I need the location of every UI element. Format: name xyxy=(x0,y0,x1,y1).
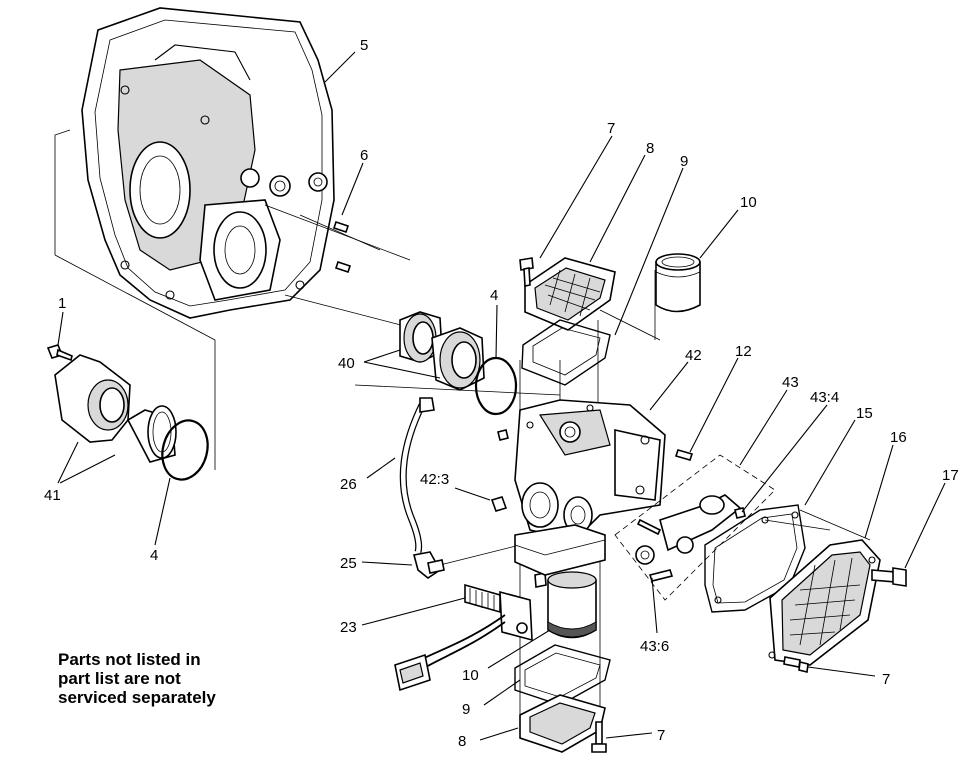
leader-lines xyxy=(57,51,946,741)
callout-5: 5 xyxy=(360,37,368,54)
callout-6: 6 xyxy=(360,147,368,164)
bolt-part-1 xyxy=(46,344,73,362)
gasket-top-part-9 xyxy=(521,319,611,386)
callout-4-right: 4 xyxy=(490,287,498,304)
valve-block-lower xyxy=(514,524,606,576)
callout-17: 17 xyxy=(942,467,959,484)
callout-16: 16 xyxy=(890,429,907,446)
solenoid-part-23 xyxy=(394,583,533,692)
callout-labels: 5 6 1 41 4 40 4 7 8 9 10 42 12 43 43:4 1… xyxy=(44,37,959,750)
callout-15: 15 xyxy=(856,405,873,422)
callout-9-top: 9 xyxy=(680,153,688,170)
callout-8-top: 8 xyxy=(646,140,654,157)
filter-top-part-10 xyxy=(655,253,701,313)
cover-top-part-8 xyxy=(524,257,616,331)
screw-part-12 xyxy=(674,449,694,461)
linkage-assembly-part-43 xyxy=(614,454,776,601)
service-note-line-3: serviced separately xyxy=(58,688,216,707)
gasket-bottom-part-9 xyxy=(514,644,611,706)
callout-1: 1 xyxy=(58,295,66,312)
filter-bottom-part-10 xyxy=(547,571,597,639)
callout-43-6: 43:6 xyxy=(640,638,669,655)
callout-10-top: 10 xyxy=(740,194,757,211)
callout-8-bottom: 8 xyxy=(458,733,466,750)
hose-part-26 xyxy=(399,397,435,553)
o-ring-left-part-4 xyxy=(161,419,209,481)
callout-7-top: 7 xyxy=(607,120,615,137)
screw-part-43-6 xyxy=(648,569,674,582)
callout-43: 43 xyxy=(782,374,799,391)
callout-41: 41 xyxy=(44,487,61,504)
bolt-top-part-7 xyxy=(519,257,534,287)
service-note: Parts not listed in part list are not se… xyxy=(58,650,298,707)
callout-12: 12 xyxy=(735,343,752,360)
callout-26: 26 xyxy=(340,476,357,493)
elbow-fitting-part-25 xyxy=(413,551,445,579)
callout-42-3: 42:3 xyxy=(420,471,449,488)
callout-43-4: 43:4 xyxy=(810,389,839,406)
valve-body-part-42 xyxy=(514,399,666,541)
callout-7-bottom: 7 xyxy=(657,727,665,744)
bolt-right-part-7 xyxy=(783,656,809,673)
o-ring-right-part-4 xyxy=(474,356,518,416)
callout-10-bottom: 10 xyxy=(462,667,479,684)
callout-4-left: 4 xyxy=(150,547,158,564)
callout-25: 25 xyxy=(340,555,357,572)
callout-7-right: 7 xyxy=(882,671,890,688)
bolt-part-17 xyxy=(871,567,907,587)
bearing-cover-part-41 xyxy=(54,354,177,463)
service-note-line-2: part list are not xyxy=(58,669,181,688)
bearings-part-40 xyxy=(399,311,485,391)
callout-42: 42 xyxy=(685,347,702,364)
assembly-frame-lines xyxy=(54,129,871,740)
cover-part-16 xyxy=(768,539,881,666)
plug-part-42-3 xyxy=(490,429,547,588)
callout-40: 40 xyxy=(338,355,355,372)
cover-bottom-part-8 xyxy=(519,694,606,753)
callout-9-bottom: 9 xyxy=(462,701,470,718)
service-note-line-1: Parts not listed in xyxy=(58,650,201,669)
housing-part-5 xyxy=(81,7,335,319)
callout-23: 23 xyxy=(340,619,357,636)
bolt-bottom-part-7 xyxy=(591,721,607,753)
pins-part-6 xyxy=(332,220,352,274)
